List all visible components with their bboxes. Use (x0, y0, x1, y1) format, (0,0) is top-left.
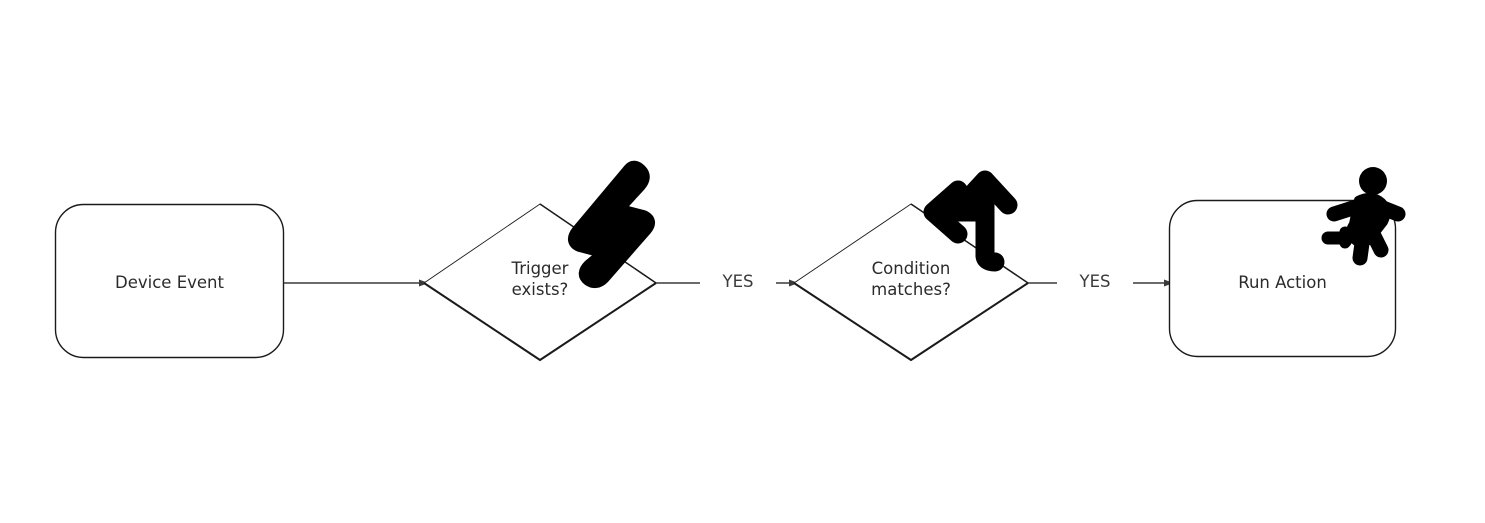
trigger-exists-hit-area[interactable] (424, 204, 656, 360)
condition-diamond-bottom (793, 282, 1029, 362)
branching-arrows-icon (923, 170, 1018, 272)
running-person-icon (1321, 167, 1406, 266)
node-condition-matches[interactable] (793, 203, 1029, 362)
trigger-diamond-bottom (423, 282, 657, 362)
node-device-event[interactable] (54, 203, 285, 359)
run-action-hit-area[interactable] (1169, 200, 1396, 357)
device-event-hit-area[interactable] (55, 204, 284, 358)
condition-matches-hit-area[interactable] (794, 204, 1028, 360)
device-event-shape (54, 203, 285, 359)
lightning-bolt-icon (568, 160, 655, 289)
